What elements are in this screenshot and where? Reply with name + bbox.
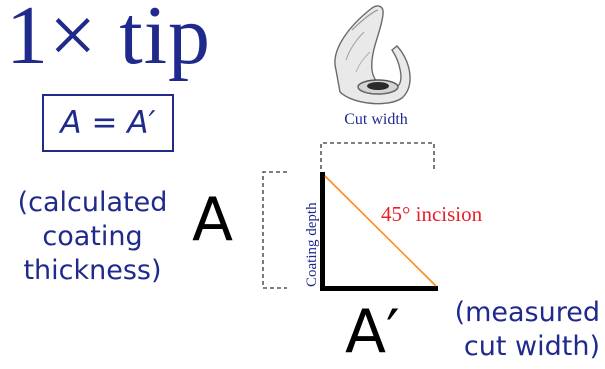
- formula-text: A = A′: [60, 105, 156, 141]
- calculated-caption-line-2: coating: [42, 221, 143, 252]
- formula-box: A = A′: [42, 94, 174, 152]
- calculated-caption: (calculated coating thickness): [10, 186, 175, 288]
- calculated-caption-line-3: thickness): [23, 255, 162, 286]
- cut-width-label: Cut width: [344, 111, 408, 128]
- coating-vertical-edge: [320, 172, 325, 290]
- tip-illustration-icon: [334, 5, 411, 105]
- cut-width-bracket: [320, 142, 435, 169]
- coating-depth-bracket: [262, 171, 287, 289]
- measured-caption: (measured cut width): [430, 296, 600, 364]
- measured-caption-line-1: (measured: [454, 297, 600, 328]
- incision-label: 45° incision: [381, 202, 483, 226]
- measured-caption-line-2: cut width): [463, 331, 600, 362]
- incision-line: [324, 175, 437, 287]
- substrate-horizontal-edge: [320, 286, 438, 291]
- letter-a-prime: A′: [345, 297, 400, 367]
- calculated-caption-line-1: (calculated: [17, 187, 168, 218]
- coating-depth-label: Coating depth: [304, 202, 320, 287]
- letter-a: A: [192, 185, 234, 255]
- title: 1× tip: [6, 0, 212, 82]
